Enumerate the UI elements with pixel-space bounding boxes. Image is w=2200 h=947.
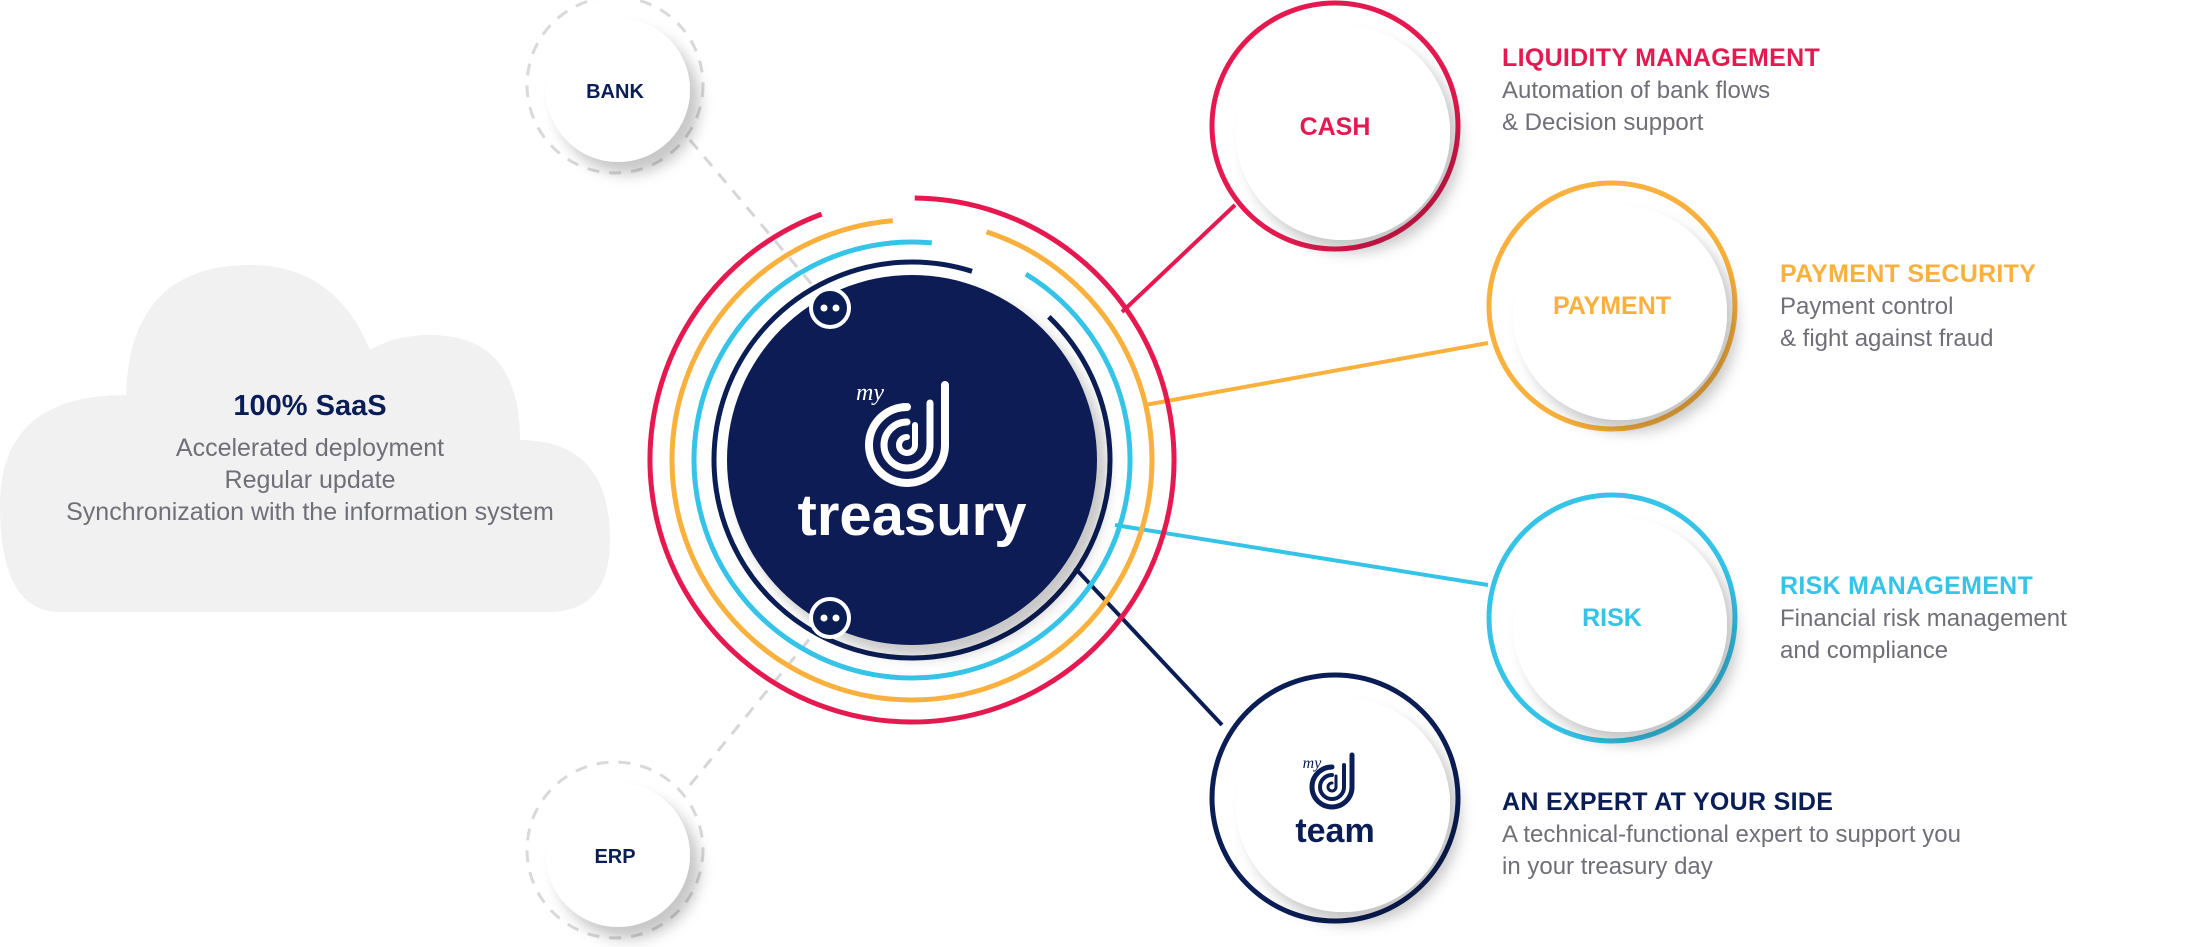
cash-desc-1: Automation of bank flows xyxy=(1502,77,1771,104)
team-heading: AN EXPERT AT YOUR SIDE xyxy=(1502,788,1834,816)
team-desc-2: in your treasury day xyxy=(1502,853,1713,880)
bank-link-dot xyxy=(809,287,851,329)
bank-label: BANK xyxy=(586,81,644,103)
erp-node xyxy=(525,760,705,940)
bank-node xyxy=(525,0,705,175)
cloud-line-2: Regular update xyxy=(224,466,396,494)
team-logo-icon xyxy=(1309,752,1355,810)
risk-desc-2: and compliance xyxy=(1780,637,1949,664)
erp-label: ERP xyxy=(594,846,635,868)
team-desc-1: A technical-functional expert to support… xyxy=(1502,821,1961,848)
cash-heading: LIQUIDITY MANAGEMENT xyxy=(1502,44,1821,72)
team-logo-small: my xyxy=(1303,755,1323,772)
team-label: team xyxy=(1295,812,1374,850)
cash-desc-2: & Decision support xyxy=(1502,109,1704,136)
hub-logo-small: my xyxy=(856,380,884,406)
payment-heading: PAYMENT SECURITY xyxy=(1780,260,2037,288)
payment-label: PAYMENT xyxy=(1553,292,1671,320)
cloud-title: 100% SaaS xyxy=(233,390,387,422)
cloud-shape xyxy=(0,265,610,612)
treasury-logo-icon xyxy=(865,381,949,487)
hub-disk xyxy=(727,275,1097,645)
risk-label: RISK xyxy=(1582,604,1642,632)
payment-desc-1: Payment control xyxy=(1780,293,1954,320)
cash-node xyxy=(1209,0,1461,252)
hub-rings xyxy=(647,195,1177,725)
risk-node xyxy=(1486,492,1738,744)
cash-label: CASH xyxy=(1300,113,1371,141)
module-lines xyxy=(1073,203,1489,727)
cloud-line-1: Accelerated deployment xyxy=(175,434,445,462)
erp-link-dot xyxy=(809,597,851,639)
hub-title: treasury xyxy=(798,483,1027,548)
payment-desc-2: & fight against fraud xyxy=(1780,325,1994,352)
cloud-line-3: Synchronization with the information sys… xyxy=(66,498,554,526)
risk-desc-1: Financial risk management xyxy=(1780,605,2067,632)
risk-heading: RISK MANAGEMENT xyxy=(1780,572,2034,600)
payment-node xyxy=(1486,180,1738,432)
